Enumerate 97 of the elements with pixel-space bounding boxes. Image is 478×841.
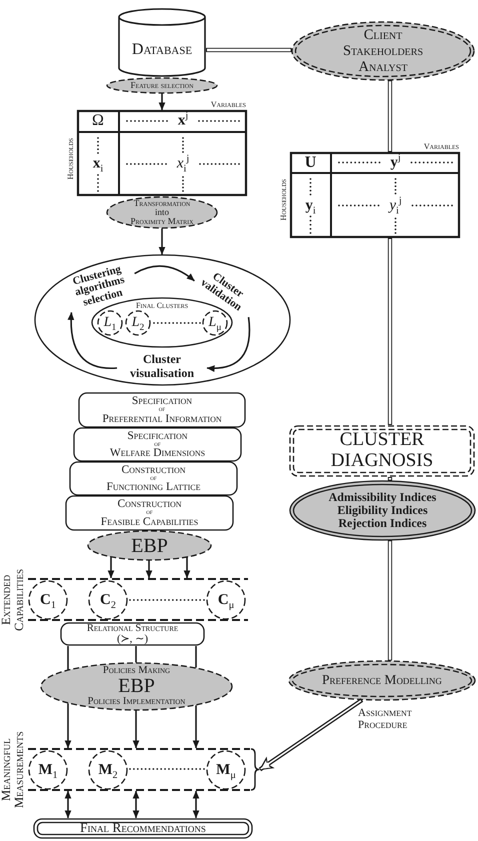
process-ellipse [106, 196, 218, 229]
node-label: Database [132, 40, 192, 58]
matrix-entry: y$_{i}$ [305, 198, 316, 213]
arrow [132, 710, 140, 748]
double-headed-arrow [64, 790, 72, 818]
curved-arrow [134, 265, 195, 282]
measurement-circle [88, 750, 128, 790]
band-heading: Meaningful Measurements [0, 730, 26, 810]
process-box [289, 425, 475, 477]
result-box [33, 818, 253, 839]
double-line [388, 540, 392, 661]
node-label: Feature selection [130, 80, 194, 90]
node-label: L$_{2}$ [132, 315, 144, 331]
process-box [69, 461, 238, 496]
axis-heading: Variables [424, 143, 459, 152]
node-label: (≻, ∼) [116, 634, 148, 646]
node-label: M$_{2}$ [98, 762, 118, 778]
measurement-circle [28, 750, 68, 790]
node-label: Rejection Indices [338, 516, 427, 530]
node-label: Specification [132, 395, 192, 408]
step-label: Cluster visualisation [117, 350, 207, 382]
process-box [73, 427, 242, 462]
node-label: Feasible Capabilities [100, 516, 198, 528]
process-ellipse [87, 530, 212, 561]
cycle-ellipse [34, 254, 291, 386]
cluster-circle [202, 310, 228, 336]
node-label: Proximity Matrix [130, 216, 194, 226]
node-label: Functioning Lattice [106, 481, 201, 494]
connector-line [135, 646, 137, 662]
arrow [146, 560, 152, 578]
arrow [158, 94, 166, 110]
node-label: Eligibility Indices [337, 504, 428, 517]
capability-circle [28, 580, 68, 620]
double-headed-arrow [192, 790, 200, 818]
arrow [64, 703, 72, 748]
node-label: Welfare Dimensions [110, 447, 206, 460]
capability-circle [206, 580, 246, 620]
matrix-entry: y$^{j}$ [390, 155, 401, 170]
axis-heading: Households [280, 179, 289, 220]
matrix-entry: x$^{j}$ [178, 114, 188, 128]
double-line [388, 477, 392, 481]
matrix-entry: x$_{i}$ [92, 156, 104, 172]
matrix-entry: Ω [92, 113, 104, 129]
node-label: Preferential Information [102, 412, 222, 425]
capability-circle [88, 580, 128, 620]
cluster-circle [97, 310, 123, 336]
axis-heading: Variables [210, 101, 246, 110]
connector-line [195, 646, 197, 668]
node-label: CLUSTER DIAGNOSIS [330, 430, 434, 472]
node-label: L$_{μ}$ [208, 315, 222, 331]
node-label: EBP [118, 677, 155, 696]
node-label: Construction [117, 498, 182, 510]
double-line [206, 48, 292, 52]
process-box [60, 622, 205, 646]
arrow [184, 557, 190, 578]
node-label: Final Recommendations [80, 821, 206, 836]
matrix-entry: U [304, 154, 316, 170]
node-label: L$_{1}$ [104, 315, 116, 331]
node-label: Policies Making [102, 665, 170, 677]
double-line [388, 238, 392, 425]
process-ellipse [40, 662, 233, 711]
node-label: M$_{1}$ [38, 762, 58, 778]
cluster-circle [125, 310, 151, 336]
band-heading: Extended Capabilities [0, 568, 26, 633]
node-label: Policies Implementation [88, 696, 186, 708]
node-label: Transformation [134, 199, 190, 208]
database-cylinder [118, 9, 206, 76]
double-line [388, 80, 392, 152]
process-box [65, 495, 234, 531]
node-label: Construction [121, 464, 186, 476]
node-label: C$_{2}$ [100, 592, 116, 608]
process-ellipse [106, 77, 218, 94]
arrow [108, 557, 114, 578]
node-label: M$_{μ}$ [216, 762, 236, 778]
double-line-arrow [258, 698, 364, 772]
node-label: Relational Structure [86, 622, 178, 634]
node-label: C$_{μ}$ [218, 592, 234, 608]
node-label: Specification [127, 430, 188, 442]
process-box [78, 392, 246, 428]
curved-arrow [206, 317, 250, 372]
node-label: EBP [131, 534, 168, 556]
actor-ellipse [291, 21, 475, 81]
arrow [158, 228, 166, 255]
node-label: Preference Modelling [322, 673, 442, 688]
node-label: into [154, 208, 169, 217]
measurement-circle [206, 750, 246, 790]
node-label: Final Clusters [136, 302, 188, 311]
process-ellipse [288, 660, 476, 701]
node-label: Client Stakeholders Analyst [342, 26, 424, 76]
connector-line [67, 646, 69, 670]
arrow [192, 705, 200, 748]
node-label: Admissibility Indices [328, 491, 436, 504]
double-headed-arrow [132, 790, 140, 818]
curved-arrow [68, 312, 118, 370]
axis-heading: Households [67, 138, 76, 180]
node-label: C$_{1}$ [40, 592, 56, 608]
process-ellipse [289, 480, 476, 541]
